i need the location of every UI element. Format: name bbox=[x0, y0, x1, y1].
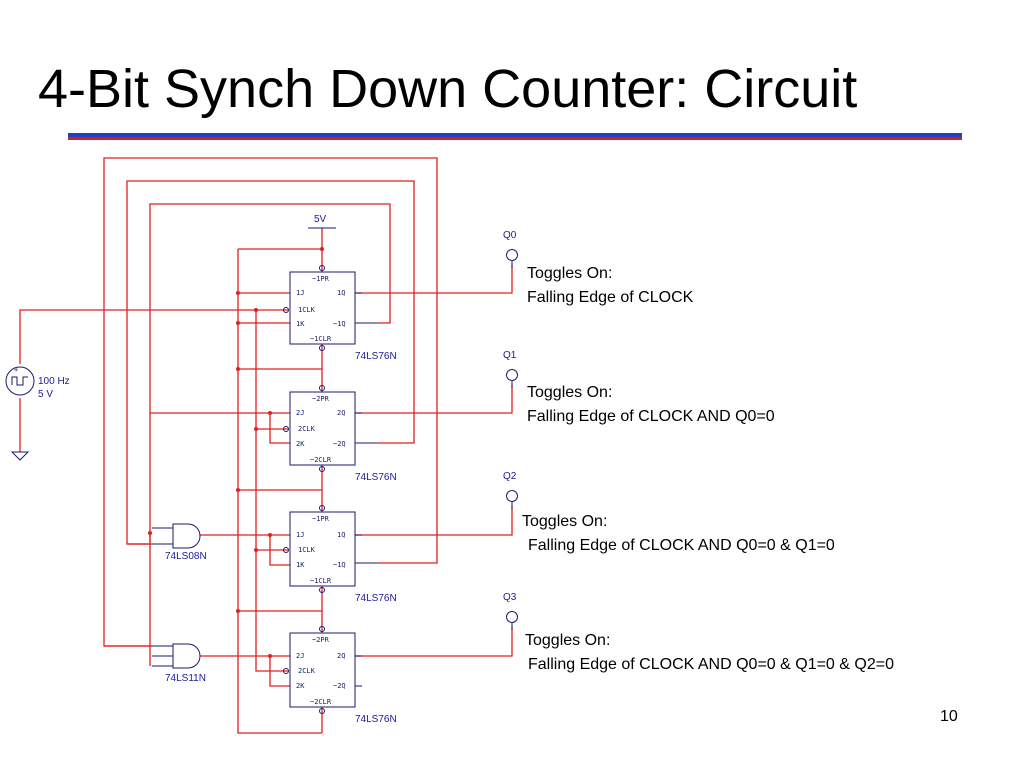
probe-q3[interactable]: Q3 bbox=[503, 592, 518, 630]
vcc-supply: 5V bbox=[308, 214, 336, 229]
probe-q1[interactable]: Q1 bbox=[503, 350, 518, 388]
ff4-qn-label: ~2Q bbox=[333, 682, 346, 690]
note-q1: Toggles On: Falling Edge of CLOCK AND Q0… bbox=[527, 381, 775, 429]
ff1-part-label: 74LS76N bbox=[355, 351, 397, 362]
ff1-k-label: 1K bbox=[296, 320, 305, 328]
ff2-k-label: 2K bbox=[296, 440, 305, 448]
note-q3-line1: Toggles On: bbox=[525, 632, 611, 649]
ff1-pr-label: ~1PR bbox=[312, 275, 330, 283]
page-number: 10 bbox=[940, 708, 958, 725]
note-q0: Toggles On: Falling Edge of CLOCK bbox=[527, 262, 693, 310]
ff1-clk-label: 1CLK bbox=[298, 306, 316, 314]
note-q1-line2: Falling Edge of CLOCK AND Q0=0 bbox=[527, 408, 775, 425]
flipflop-1[interactable]: ~1PR 1J 1CLK 1K 1Q ~1Q ~1CLR 74LS76N bbox=[283, 265, 397, 363]
note-q3-line2: Falling Edge of CLOCK AND Q0=0 & Q1=0 & … bbox=[528, 656, 894, 673]
svg-text:+: + bbox=[14, 366, 18, 374]
ff4-q-label: 2Q bbox=[337, 652, 345, 660]
title-underline-red bbox=[68, 137, 962, 140]
and-gate-2input[interactable]: 74LS08N bbox=[152, 523, 207, 562]
ff4-pr-label: ~2PR bbox=[312, 636, 330, 644]
ff2-clk-label: 2CLK bbox=[298, 425, 316, 433]
ff2-q-label: 2Q bbox=[337, 409, 345, 417]
wires bbox=[19, 157, 513, 734]
note-q3: Toggles On: Falling Edge of CLOCK AND Q0… bbox=[525, 629, 894, 677]
ff1-qn-label: ~1Q bbox=[333, 320, 346, 328]
ff2-part-label: 74LS76N bbox=[355, 472, 397, 483]
ff3-qn-label: ~1Q bbox=[333, 561, 346, 569]
source-amplitude: 5 V bbox=[38, 389, 53, 400]
and-gate-2input-label: 74LS08N bbox=[165, 551, 207, 562]
ground-icon bbox=[10, 451, 30, 461]
ff4-clk-label: 2CLK bbox=[298, 667, 316, 675]
ff2-pr-label: ~2PR bbox=[312, 395, 330, 403]
ff1-q-label: 1Q bbox=[337, 289, 345, 297]
note-q1-line1: Toggles On: bbox=[527, 384, 613, 401]
slide-title: 4-Bit Synch Down Counter: Circuit bbox=[38, 59, 858, 119]
junction-dots bbox=[148, 247, 324, 658]
probe-q1-label: Q1 bbox=[503, 350, 517, 361]
flipflop-2[interactable]: ~2PR 2J 2CLK 2K 2Q ~2Q ~2CLR 74LS76N bbox=[283, 385, 397, 484]
flipflop-3[interactable]: ~1PR 1J 1CLK 1K 1Q ~1Q ~1CLR 74LS76N bbox=[283, 505, 397, 605]
ff1-j-label: 1J bbox=[296, 289, 304, 297]
note-q2: Toggles On: Falling Edge of CLOCK AND Q0… bbox=[522, 510, 835, 558]
ff4-clr-label: ~2CLR bbox=[310, 698, 332, 706]
ff4-j-label: 2J bbox=[296, 652, 304, 660]
note-q2-line2: Falling Edge of CLOCK AND Q0=0 & Q1=0 bbox=[528, 537, 835, 554]
probe-q3-label: Q3 bbox=[503, 592, 517, 603]
ff3-clr-label: ~1CLR bbox=[310, 577, 332, 585]
ff2-clr-label: ~2CLR bbox=[310, 456, 332, 464]
clock-source[interactable]: + 100 Hz 5 V bbox=[5, 366, 70, 400]
and-gate-3input[interactable]: 74LS11N bbox=[152, 643, 206, 684]
note-q0-line2: Falling Edge of CLOCK bbox=[527, 289, 694, 306]
flipflop-4[interactable]: ~2PR 2J 2CLK 2K 2Q ~2Q ~2CLR 74LS76N bbox=[283, 626, 397, 726]
ff4-part-label: 74LS76N bbox=[355, 714, 397, 725]
ff2-qn-label: ~2Q bbox=[333, 440, 346, 448]
ff3-q-label: 1Q bbox=[337, 531, 345, 539]
ff2-j-label: 2J bbox=[296, 409, 304, 417]
and-gate-3input-label: 74LS11N bbox=[165, 673, 206, 684]
probe-q2[interactable]: Q2 bbox=[503, 471, 518, 509]
vcc-label: 5V bbox=[314, 214, 327, 225]
probe-q0[interactable]: Q0 bbox=[503, 230, 518, 268]
ff3-j-label: 1J bbox=[296, 531, 304, 539]
note-q2-line1: Toggles On: bbox=[522, 513, 608, 530]
note-q0-line1: Toggles On: bbox=[527, 265, 613, 282]
ff4-k-label: 2K bbox=[296, 682, 305, 690]
ff1-clr-label: ~1CLR bbox=[310, 335, 332, 343]
ff3-clk-label: 1CLK bbox=[298, 546, 316, 554]
ff3-pr-label: ~1PR bbox=[312, 515, 330, 523]
source-frequency: 100 Hz bbox=[38, 376, 70, 387]
ff3-k-label: 1K bbox=[296, 561, 305, 569]
probe-q0-label: Q0 bbox=[503, 230, 517, 241]
probe-q2-label: Q2 bbox=[503, 471, 517, 482]
ff3-part-label: 74LS76N bbox=[355, 593, 397, 604]
title-underline-blue bbox=[68, 133, 962, 137]
